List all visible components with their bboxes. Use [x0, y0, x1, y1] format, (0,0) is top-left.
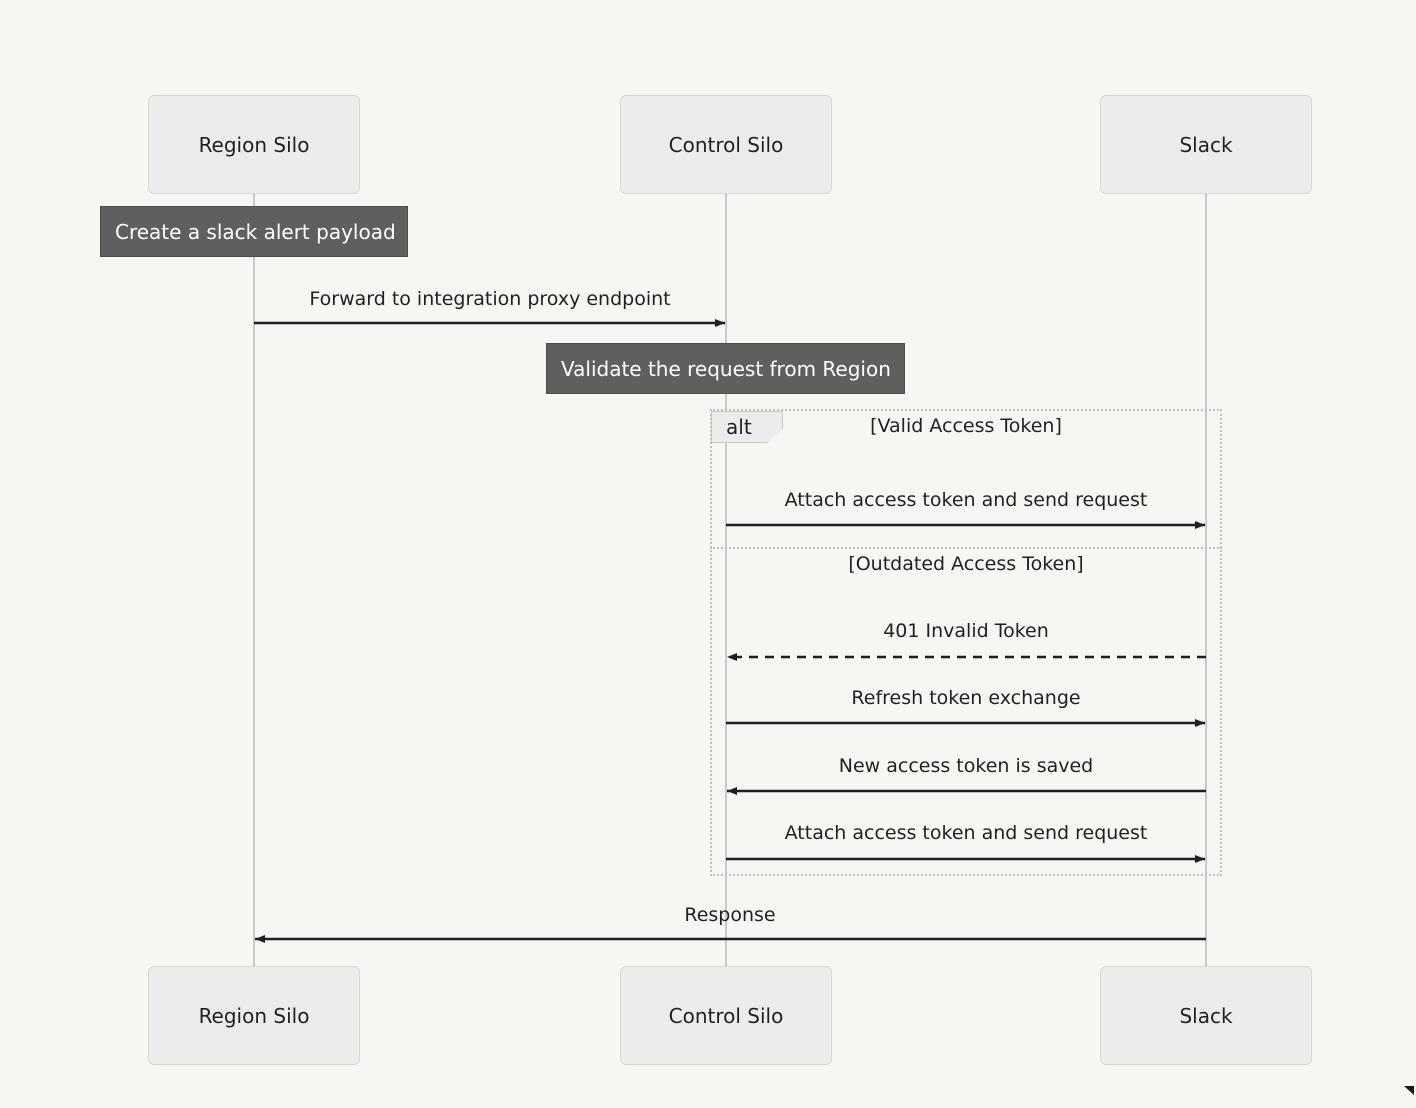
participant-slack-bottom[interactable]: Slack [1100, 966, 1312, 1065]
msg-attach-token-refreshed-label: Attach access token and send request [784, 822, 1148, 844]
alt-fragment-tag: alt [711, 411, 783, 443]
alt-branch-divider [710, 547, 1222, 549]
participant-slack-top[interactable]: Slack [1100, 95, 1312, 194]
alt-branch-condition: [Outdated Access Token] [848, 553, 1084, 575]
msg-refresh-token-label: Refresh token exchange [851, 687, 1081, 709]
msg-response-label: Response [684, 904, 776, 926]
participant-label: Slack [1179, 1003, 1233, 1028]
participant-control-top[interactable]: Control Silo [620, 95, 832, 194]
participant-region-top[interactable]: Region Silo [148, 95, 360, 194]
msg-401-label: 401 Invalid Token [883, 620, 1049, 642]
alt-branch-condition: [Valid Access Token] [870, 415, 1062, 437]
note-label: Validate the request from Region [561, 356, 891, 381]
participant-label: Region Silo [198, 132, 310, 157]
participant-region-bottom[interactable]: Region Silo [148, 966, 360, 1065]
participant-control-bottom[interactable]: Control Silo [620, 966, 832, 1065]
msg-new-token-saved-label: New access token is saved [838, 755, 1094, 777]
note-label: Create a slack alert payload [115, 219, 396, 244]
note-validate-request: Validate the request from Region [546, 343, 905, 394]
alt-fragment-box [710, 409, 1222, 876]
participant-label: Slack [1179, 132, 1233, 157]
msg-forward-label: Forward to integration proxy endpoint [309, 288, 671, 310]
participant-label: Control Silo [668, 132, 784, 157]
note-create-payload: Create a slack alert payload [100, 206, 408, 257]
alt-fragment-tag-label: alt [726, 415, 752, 439]
participant-label: Region Silo [198, 1003, 310, 1028]
participant-label: Control Silo [668, 1003, 784, 1028]
msg-attach-token-valid-label: Attach access token and send request [784, 489, 1148, 511]
corner-resize-mark [1404, 1086, 1414, 1095]
